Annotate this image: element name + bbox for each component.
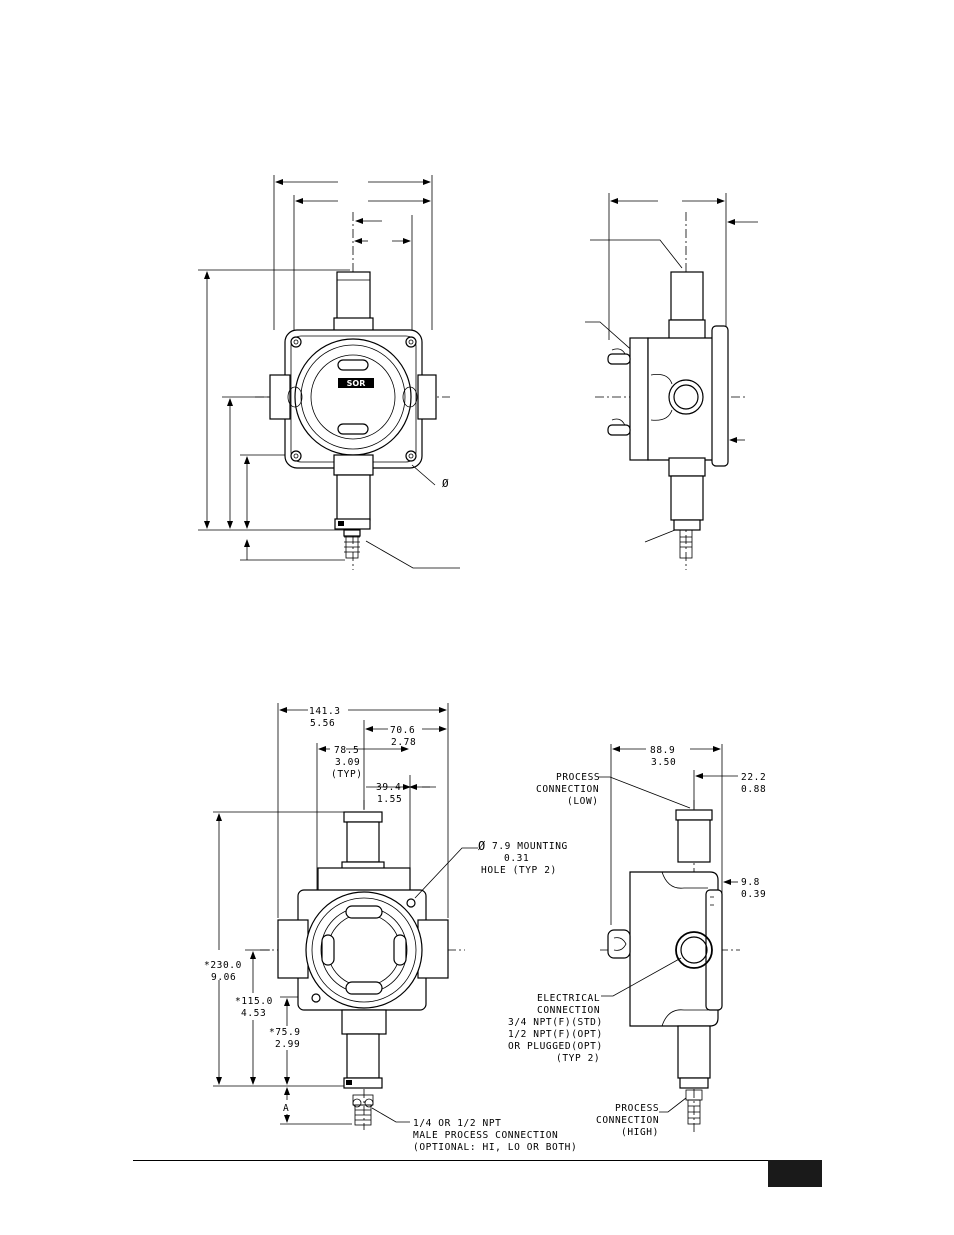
mounting-hole-line2: 0.31: [504, 853, 529, 864]
center-height-in: 4.53: [241, 1008, 266, 1019]
boss-depth-mm: 9.8: [741, 877, 760, 888]
process-low-line2: CONNECTION: [536, 784, 599, 795]
overall-width-in: 5.56: [310, 718, 335, 729]
mount-width-in: 3.09: [335, 757, 360, 768]
mounting-hole-line1: 7.9 MOUNTING: [492, 841, 568, 852]
overall-depth-in: 3.50: [651, 757, 676, 768]
electrical-line4: 1/2 NPT(F)(OPT): [508, 1029, 603, 1040]
logo: SOR: [347, 379, 366, 388]
electrical-line3: 3/4 NPT(F)(STD): [508, 1017, 603, 1028]
mount-width-mm: 78.5: [334, 745, 359, 756]
mounting-diameter-symbol: Ø: [478, 839, 486, 853]
electrical-line5: OR PLUGGED(OPT): [508, 1041, 603, 1052]
center-height-mm: *115.0: [235, 996, 273, 1007]
footer-rule: [133, 1160, 822, 1161]
half-width-mm: 70.6: [390, 725, 415, 736]
process-high-line2: CONNECTION: [596, 1115, 659, 1126]
connection-offset-in: 0.88: [741, 784, 766, 795]
overall-height-mm: *230.0: [204, 960, 242, 971]
process-low-line1: PROCESS: [556, 772, 600, 783]
process-conn-line2: MALE PROCESS CONNECTION: [413, 1130, 558, 1141]
electrical-line2: CONNECTION: [537, 1005, 600, 1016]
top-front-view: SOR Ø: [198, 175, 460, 570]
page-tab: [768, 1160, 822, 1187]
bottom-front-view: 141.3 5.56 70.6 2.78 78.5 3.09 (TYP) 39.…: [204, 703, 577, 1153]
mounting-hole-line3: HOLE (TYP 2): [481, 865, 557, 876]
overall-depth-mm: 88.9: [650, 745, 675, 756]
electrical-line6: (TYP 2): [556, 1053, 600, 1064]
connection-offset-mm: 22.2: [741, 772, 766, 783]
process-conn-line3: (OPTIONAL: HI, LO OR BOTH): [413, 1142, 577, 1153]
bottom-side-view: 88.9 3.50 22.2 0.88 9.8 0.39 PROCESS: [508, 744, 766, 1138]
mount-width-typ: (TYP): [331, 769, 363, 780]
top-side-view: [585, 193, 758, 570]
fitting-dim-a: A: [283, 1103, 289, 1114]
process-high-line3: (HIGH): [621, 1127, 659, 1138]
mount-height-mm: *75.9: [269, 1027, 301, 1038]
process-low-line3: (LOW): [567, 796, 599, 807]
overall-height-in: 9.06: [211, 972, 236, 983]
mount-height-in: 2.99: [275, 1039, 300, 1050]
boss-offset-in: 1.55: [377, 794, 402, 805]
process-conn-line1: 1/4 OR 1/2 NPT: [413, 1118, 501, 1129]
process-high-line1: PROCESS: [615, 1103, 659, 1114]
overall-width-mm: 141.3: [309, 706, 341, 717]
boss-depth-in: 0.39: [741, 889, 766, 900]
boss-offset-mm: 39.4: [376, 782, 401, 793]
half-width-in: 2.78: [391, 737, 416, 748]
electrical-line1: ELECTRICAL: [537, 993, 600, 1004]
diameter-symbol: Ø: [442, 477, 449, 490]
